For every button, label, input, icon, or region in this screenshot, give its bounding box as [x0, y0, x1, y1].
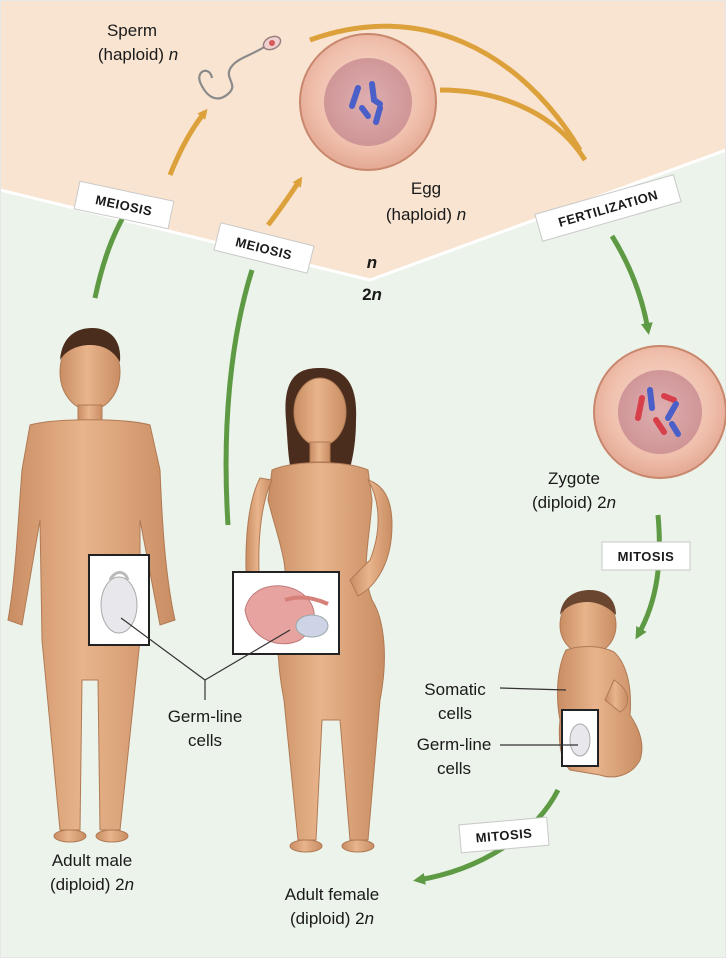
adult-female-ploidy-label: (diploid) 2n: [290, 909, 374, 928]
baby-somatic-label: Somatic: [424, 680, 486, 699]
baby-germline-label-cells: cells: [437, 759, 471, 778]
svg-text:MITOSIS: MITOSIS: [618, 549, 675, 564]
baby-somatic-label-cells: cells: [438, 704, 472, 723]
egg-cell: [300, 34, 436, 170]
sperm-label: Sperm: [107, 21, 157, 40]
adult-male-label: Adult male: [52, 851, 132, 870]
haploid-region-label: n: [367, 253, 377, 272]
egg-label: Egg: [411, 179, 441, 198]
diploid-region-label: 2n: [362, 285, 382, 304]
egg-ploidy-label: (haploid) n: [386, 205, 466, 224]
germline-label-cells: cells: [188, 731, 222, 750]
zygote-ploidy-label: (diploid) 2n: [532, 493, 616, 512]
adult-female-label: Adult female: [285, 885, 380, 904]
female-germline-inset: [233, 572, 339, 654]
germline-label: Germ-line: [168, 707, 243, 726]
mitosis-tag-right: MITOSIS: [602, 542, 690, 570]
sperm-ploidy-label: (haploid) n: [98, 45, 178, 64]
zygote-label: Zygote: [548, 469, 600, 488]
baby-germline-inset: [562, 710, 598, 766]
adult-male-ploidy-label: (diploid) 2n: [50, 875, 134, 894]
zygote-cell: [594, 346, 726, 478]
baby-germline-label: Germ-line: [417, 735, 492, 754]
